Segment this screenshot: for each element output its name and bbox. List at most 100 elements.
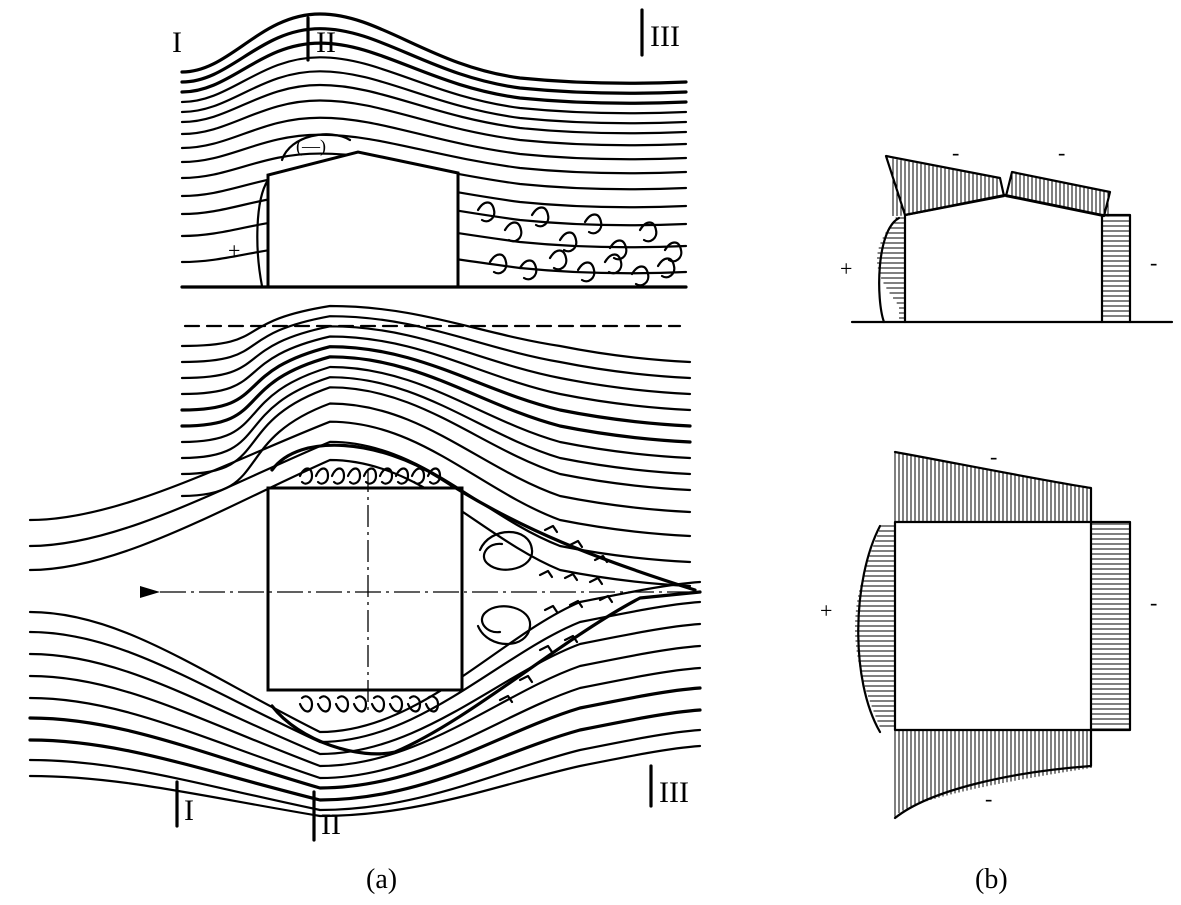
section-I-bottom-label: I: [184, 794, 194, 827]
elevation-streamline: [180, 56, 688, 115]
elevation-windward-bubble: [256, 178, 270, 288]
section-II-bottom-label: II: [321, 808, 341, 841]
section-III-bottom-label: III: [659, 776, 689, 809]
plan-streamline-lower: [28, 644, 702, 768]
elevation-windward-pressure-sign: +: [840, 256, 852, 281]
plan-streamline-lower: [28, 580, 702, 734]
elevation-wake-eddy: [530, 206, 550, 228]
elevation-windward-sign: +: [228, 238, 240, 263]
elevation-wake-eddy: [583, 213, 603, 235]
section-II-top-label: II: [316, 26, 336, 59]
elevation-wake-turbulence: [476, 201, 683, 287]
elevation-wake-eddy: [656, 257, 676, 279]
plan-top-side-sign: -: [990, 444, 997, 469]
plan-streamline-lower: [28, 686, 702, 790]
plan-wake-vortex-upper: [478, 530, 534, 571]
elevation-wake-eddy: [638, 221, 658, 243]
plan-eddies: [298, 467, 614, 713]
elevation-roof-left-sign: -: [952, 140, 959, 165]
plan-building: [266, 486, 464, 692]
elevation-pressure-hatching: [877, 154, 1132, 324]
section-III-top-label: III: [650, 20, 680, 53]
plan-streamline-lower: [28, 708, 702, 802]
plan-streamline-upper: [180, 304, 692, 364]
plan-streamline-upper: [28, 420, 692, 538]
plan-streamline-upper: [180, 355, 692, 444]
elevation-windward-envelope: [878, 216, 901, 324]
elevation-streamline: [180, 27, 688, 95]
plan-streamline-lower: [28, 622, 702, 756]
plan-bottom-strip-eddy: [316, 695, 332, 713]
plan-streamline-upper: [180, 376, 692, 476]
elevation-streamline: [180, 70, 688, 125]
plan-wake-dash: [543, 524, 559, 534]
plan-wake-dash: [598, 594, 614, 604]
plan-wake-dash: [543, 604, 559, 614]
elevation-streamline: [180, 116, 688, 161]
plan-top-strip-eddy: [426, 467, 442, 485]
plan-top-strip-eddy: [378, 467, 394, 485]
plan-streamline-upper: [180, 325, 692, 396]
elevation-eddy-label: (—): [296, 136, 326, 157]
elevation-wake-eddy: [558, 231, 578, 253]
plan-streamline-upper: [180, 335, 692, 412]
elevation-wake-eddy: [476, 201, 496, 223]
plan-wake-vortex-lower: [476, 605, 532, 646]
plan-wake-dash: [568, 599, 584, 609]
elevation-wake-eddy: [488, 253, 508, 275]
elevation-leeward-envelope: [1100, 213, 1132, 324]
elevation-building: [266, 150, 460, 289]
plan-wake-dash: [563, 572, 579, 582]
plan-wake-lower-boundary: [270, 590, 702, 756]
plan-pressure-building: [893, 520, 1093, 732]
panel-b-caption: (b): [975, 864, 1008, 895]
plan-bottom-strip-eddy: [424, 695, 440, 713]
plan-top-strip-eddy: [314, 467, 330, 485]
plan-bottom-strip-eddy: [352, 695, 368, 713]
plan-streamline-lower: [28, 666, 702, 780]
elevation-roof-eddy: [280, 133, 352, 162]
plan-bottom-strip-eddy: [370, 695, 386, 713]
panel-b-elevation-pressure: - - + -: [840, 140, 1174, 324]
plan-streamline-lower: [28, 728, 702, 812]
elevation-wake-eddy: [518, 259, 538, 281]
elevation-wake-eddy: [548, 249, 568, 271]
plan-streamline-upper: [180, 386, 692, 492]
plan-streamline-upper: [180, 315, 692, 380]
elevation-streamline: [180, 99, 688, 147]
plan-leeward-envelope: [1089, 520, 1132, 732]
plan-top-strip-eddy: [362, 467, 378, 485]
flow-direction-arrow: [140, 586, 160, 598]
plan-leeward-pressure-sign: -: [1150, 590, 1157, 615]
plan-windward-pressure-sign: +: [820, 598, 832, 623]
plan-streamline-upper: [180, 402, 692, 514]
plan-bottom-side-sign: -: [985, 786, 992, 811]
plan-top-strip-eddy: [346, 467, 362, 485]
elevation-leeward-pressure-sign: -: [1150, 250, 1157, 275]
elevation-streamline: [180, 133, 688, 175]
elevation-wake-eddy: [503, 221, 523, 243]
plan-streamlines: [28, 304, 702, 818]
plan-wake-dash: [498, 694, 514, 704]
plan-bottom-envelope: [893, 728, 1093, 820]
plan-wake-dash: [593, 554, 609, 564]
elevation-roof-right-sign: -: [1058, 140, 1065, 165]
plan-streamline-upper: [180, 345, 692, 428]
panel-a-plan-flow: [28, 304, 705, 818]
panel-a-caption: (a): [366, 864, 397, 895]
section-markers: I II III I II III: [172, 8, 689, 842]
plan-wake-dash: [568, 539, 584, 549]
elevation-pressure-building: [903, 193, 1104, 324]
panel-a-elevation-flow: (—) +: [180, 12, 688, 289]
elevation-wake-eddy: [603, 253, 623, 275]
plan-bottom-strip-eddy: [388, 695, 404, 713]
elevation-wake-eddy: [576, 261, 596, 283]
elevation-roof-right-envelope: [1004, 170, 1112, 218]
plan-top-envelope: [893, 450, 1093, 524]
plan-streamline-upper: [180, 365, 692, 460]
plan-top-strip-eddy: [330, 467, 346, 485]
elevation-streamline: [180, 12, 688, 85]
plan-streamline-lower: [28, 744, 702, 818]
